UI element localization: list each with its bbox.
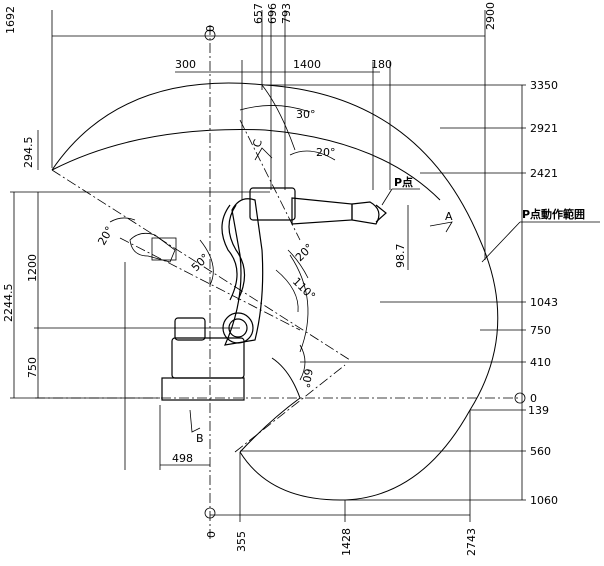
p-range-leader — [481, 221, 521, 263]
angle-20-upper: 20° — [316, 146, 336, 159]
robot-cable — [221, 204, 238, 301]
lower-boundary-line — [234, 364, 346, 453]
angle-arc-60 — [299, 344, 306, 381]
dim-560: 560 — [530, 445, 551, 458]
view-b-arrow — [189, 409, 201, 433]
angle-110: 110° — [290, 275, 318, 303]
dim-1428: 1428 — [340, 528, 353, 556]
ghost-wrist — [129, 232, 176, 263]
view-a-arrow — [429, 221, 453, 233]
wrist-reach-arc — [261, 84, 296, 151]
dim-98-7: 98.7 — [394, 244, 407, 269]
dim-bottom-0: 0 — [205, 531, 218, 538]
arm-axis-line — [119, 237, 301, 331]
dim-top-0: 0 — [204, 25, 217, 32]
dim-1400: 1400 — [293, 58, 321, 71]
label-view-b: B — [196, 432, 204, 445]
dim-2244-5: 2244.5 — [2, 284, 15, 323]
angle-arc-110 — [275, 269, 299, 313]
robot-forearm — [291, 197, 353, 225]
label-p-range: P点動作範囲 — [522, 207, 585, 221]
robot-flange — [375, 204, 387, 223]
dim-1692: 1692 — [4, 6, 17, 34]
angle-arc-20-upper — [289, 150, 336, 161]
dim-2743: 2743 — [465, 528, 478, 556]
dim-1043: 1043 — [530, 296, 558, 309]
label-p-point: P点 — [394, 175, 413, 189]
dim-1060: 1060 — [530, 494, 558, 507]
origin-marker-bottom — [204, 507, 216, 519]
p-point-leader — [381, 188, 393, 206]
origin-marker-top — [204, 29, 216, 41]
upper-boundary-line — [51, 169, 351, 361]
dim-180: 180 — [371, 58, 392, 71]
robot-motor-j1 — [174, 317, 206, 341]
dim-2421: 2421 — [530, 167, 558, 180]
label-view-a: A — [445, 210, 453, 223]
robot-base-plate — [161, 377, 245, 401]
dim-300: 300 — [175, 58, 196, 71]
robot-wrist — [351, 201, 380, 225]
robot-ghost-back — [124, 232, 177, 470]
angle-arc-50 — [199, 239, 214, 286]
robot-shoulder-joint — [222, 312, 254, 344]
angle-20-left: 20° — [95, 224, 116, 247]
label-view-c: C — [250, 138, 265, 149]
outer-envelope-arc — [51, 82, 499, 501]
dim-750: 750 — [530, 324, 551, 337]
origin-marker-right — [514, 392, 526, 404]
angle-arc-20-left — [109, 217, 136, 223]
dim-2921: 2921 — [530, 122, 558, 135]
dim-1200: 1200 — [26, 254, 39, 282]
robot-arm — [161, 187, 387, 401]
dim-657: 657 — [252, 3, 265, 24]
dim-750-left: 750 — [26, 357, 39, 378]
inner-envelope-arc — [51, 129, 441, 201]
dim-793: 793 — [280, 3, 293, 24]
dim-3350: 3350 — [530, 79, 558, 92]
ghost-housing — [151, 237, 177, 261]
upper-arm-axis-line — [239, 119, 301, 241]
lower-envelope-arc — [239, 357, 301, 453]
angle-20-inner: 20° — [293, 241, 316, 264]
dim-696: 696 — [266, 3, 279, 24]
dim-139: 139 — [528, 404, 549, 417]
robot-shoulder-hub — [228, 318, 248, 338]
dim-355: 355 — [235, 531, 248, 552]
dim-294-5: 294.5 — [22, 137, 35, 169]
inner-reach-arc — [289, 254, 309, 353]
view-c-arrow — [254, 147, 273, 161]
angle-arc-20-inner — [287, 249, 309, 279]
dim-498: 498 — [172, 452, 193, 465]
robot-base — [171, 337, 245, 379]
dim-right-0: 0 — [530, 392, 537, 405]
angle-30: 30° — [296, 108, 316, 121]
angle-arc-30 — [239, 105, 311, 113]
robot-cable-2 — [228, 204, 246, 301]
dim-410: 410 — [530, 356, 551, 369]
angle-50: 50° — [189, 251, 212, 274]
angle-60: 60° — [299, 367, 315, 388]
robot-upper-arm-housing — [249, 187, 296, 221]
dim-2900: 2900 — [484, 2, 497, 30]
